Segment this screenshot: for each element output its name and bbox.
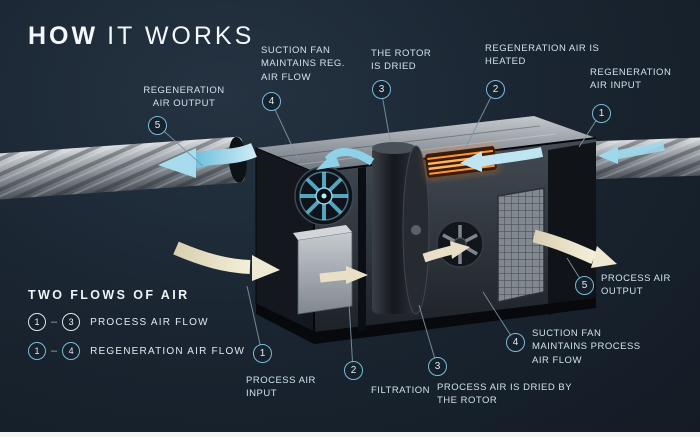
callout-number-regeneration-input: 1 (592, 104, 611, 123)
legend-label-process-air-flow: PROCESS AIR FLOW (90, 316, 209, 328)
legend-range-dash: – (51, 316, 58, 328)
callout-label-filtration: FILTRATION (371, 385, 431, 396)
callout-label-process-input: PROCESS AIR INPUT (246, 375, 316, 400)
callout-label-suction-fan-reg: SUCTION FAN MAINTAINS REG. AIR FLOW (261, 45, 345, 83)
callout-label-suction-fan-process: SUCTION FAN MAINTAINS PROCESS AIR FLOW (532, 328, 641, 366)
callout-label-process-dried: PROCESS AIR IS DRIED BY THE ROTOR (437, 382, 572, 407)
legend-number-from: 1 (28, 313, 46, 331)
legend-label-regeneration-air-flow: REGENERATION AIR FLOW (90, 345, 246, 357)
bottom-border-strip (0, 432, 700, 437)
callout-label-regeneration-input: REGENERATION AIR INPUT (590, 67, 672, 92)
callout-number-suction-fan-process: 4 (506, 333, 525, 352)
process-flow-arrows (173, 229, 617, 284)
callout-number-regeneration-air-output: 5 (148, 116, 167, 135)
legend-heading: TWO FLOWS OF AIR (28, 288, 190, 302)
callout-number-filtration: 2 (344, 361, 363, 380)
callout-number-suction-fan-reg: 4 (262, 92, 281, 111)
legend-row-regeneration-air-flow: 1 – 4 REGENERATION AIR FLOW (28, 342, 245, 360)
legend-number-to: 4 (62, 342, 81, 360)
callout-number-process-output: 5 (575, 276, 594, 295)
legend-range-dash: – (51, 345, 58, 357)
callout-label-regeneration-heated: REGENERATION AIR IS HEATED (485, 43, 600, 68)
lower-housing-box (293, 225, 353, 315)
page-title: HOW IT WORKS (28, 22, 254, 51)
regeneration-flow-arrows (158, 141, 665, 178)
legend-row-process-air-flow: 1 – 3 PROCESS AIR FLOW (28, 313, 245, 331)
rotor (372, 142, 430, 315)
filter-grille (497, 187, 545, 303)
callout-number-regeneration-heated: 2 (486, 80, 505, 99)
title-word-rest: IT WORKS (107, 22, 255, 50)
callout-number-process-dried: 3 (428, 357, 447, 376)
regeneration-fan (294, 166, 354, 226)
legend: TWO FLOWS OF AIR 1 – 3 PROCESS AIR FLOW … (28, 288, 245, 360)
callout-number-rotor-dried: 3 (372, 80, 391, 99)
callout-label-process-output: PROCESS AIR OUTPUT (601, 273, 671, 298)
legend-number-to: 3 (62, 313, 81, 331)
callout-label-regeneration-air-output: REGENERATION AIR OUTPUT (143, 85, 225, 110)
title-word-bold: HOW (28, 22, 99, 50)
left-duct (0, 136, 247, 200)
callout-number-process-input: 1 (253, 344, 272, 363)
legend-number-from: 1 (28, 342, 46, 360)
callout-label-rotor-dried: THE ROTOR IS DRIED (371, 48, 432, 73)
